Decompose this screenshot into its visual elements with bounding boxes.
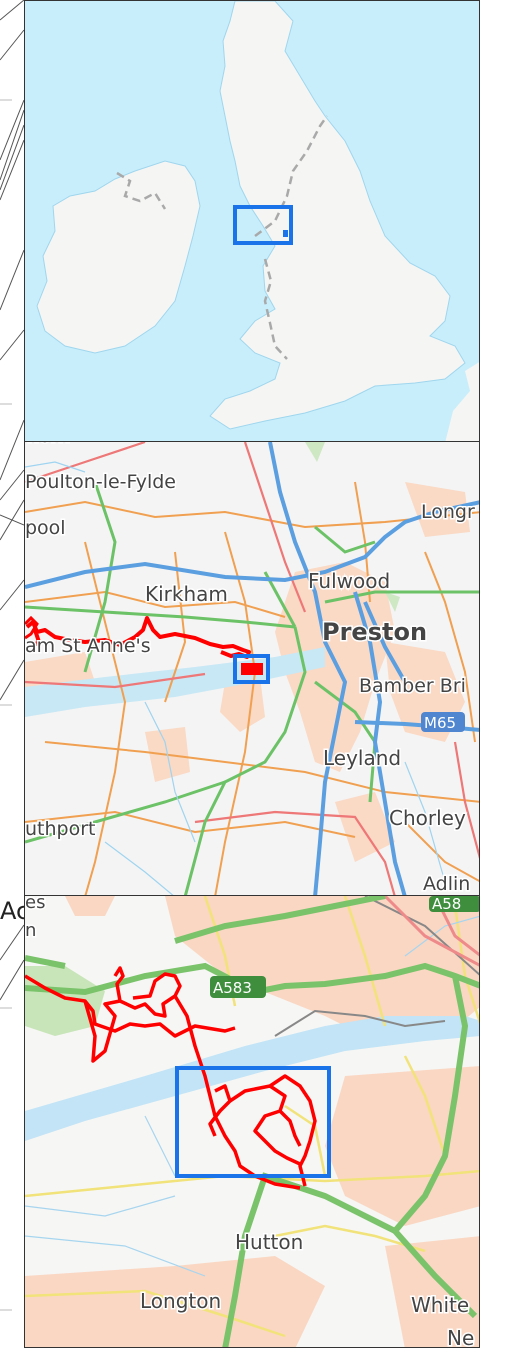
a58-shield-bg: [429, 896, 479, 912]
detail-extent-box: [175, 1066, 331, 1178]
a58-shield: A58: [432, 896, 461, 913]
m65-shield: M65: [424, 714, 456, 732]
label-preston: Preston: [322, 618, 427, 646]
overview-track-marker: [283, 230, 288, 237]
regional-map-canvas: M65 Poulton-le-Fylde pool Kirkham Fulwoo…: [25, 442, 479, 895]
label-chorley: Chorley: [389, 806, 466, 830]
label-longridge: Longr: [421, 501, 475, 523]
regional-track-west-loop: [25, 615, 39, 640]
label-longton: Longton: [140, 1289, 221, 1313]
motorways: [25, 442, 479, 895]
urban-areas: [25, 482, 470, 862]
detail-map-canvas: A583 A58 Hutton Longton White Ne es n: [25, 896, 479, 1348]
label-kirkham: Kirkham: [145, 582, 228, 606]
rivers: [25, 461, 446, 895]
detail-urban-areas: [25, 896, 479, 1347]
overview-map-canvas: [36, 1, 479, 441]
green-areas: [305, 442, 400, 612]
regional-extent-box: [233, 654, 270, 684]
label-lytham: am St Anne's: [25, 635, 151, 657]
regional-map[interactable]: M65 Poulton-le-Fylde pool Kirkham Fulwoo…: [24, 441, 480, 896]
label-fulwood: Fulwood: [308, 569, 390, 593]
great-britain-landmass: [209, 1, 466, 430]
overview-extent-box: [233, 205, 293, 245]
detail-primary-roads: [25, 896, 479, 1347]
detail-rivers: [25, 915, 479, 1277]
label-white: White: [411, 1293, 469, 1317]
ireland-landmass: [36, 160, 201, 354]
primary-roads: [25, 481, 479, 895]
label-detail-top-cut: es: [25, 896, 45, 913]
detail-map[interactable]: A583 A58 Hutton Longton White Ne es n: [24, 895, 480, 1348]
scotland-border: [254, 115, 329, 237]
label-southport: uthport: [25, 818, 95, 840]
detail-railway: [274, 896, 479, 1037]
continent-landmass: [445, 362, 479, 441]
detail-track: [25, 966, 317, 1190]
regional-track: [25, 616, 251, 659]
ni-border: [116, 171, 167, 210]
label-blackpool: pool: [25, 517, 66, 539]
a583-shield: A583: [213, 979, 252, 997]
overview-map[interactable]: [24, 0, 480, 442]
label-top-cut: horn: [27, 442, 70, 447]
label-poulton: Poulton-le-Fylde: [25, 471, 176, 493]
detail-green-area: [25, 966, 105, 1036]
label-ne: Ne: [447, 1326, 474, 1348]
label-adlington: Adlin: [423, 873, 470, 895]
label-bamber: Bamber Bri: [359, 675, 466, 697]
leader-lines: [0, 0, 24, 1311]
wales-border: [263, 258, 288, 360]
a583-shield-bg: [210, 976, 266, 998]
detail-estuary: [25, 1016, 479, 1141]
label-hutton: Hutton: [235, 1230, 303, 1254]
label-leyland: Leyland: [323, 746, 401, 770]
regional-extent-fill: [241, 663, 263, 675]
m65-shield-bg: [421, 712, 465, 732]
label-detail-top-cut2: n: [25, 920, 36, 941]
a-roads-red: [25, 442, 479, 895]
